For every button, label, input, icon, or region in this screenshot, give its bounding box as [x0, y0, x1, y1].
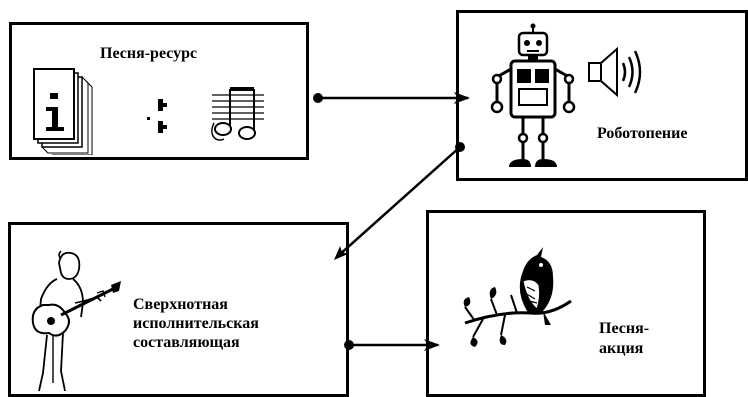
edge-performance-to-song-action [344, 339, 440, 351]
edge-song-resource-to-robot-singing [313, 92, 470, 104]
edge-robot-singing-to-performance [334, 142, 465, 260]
